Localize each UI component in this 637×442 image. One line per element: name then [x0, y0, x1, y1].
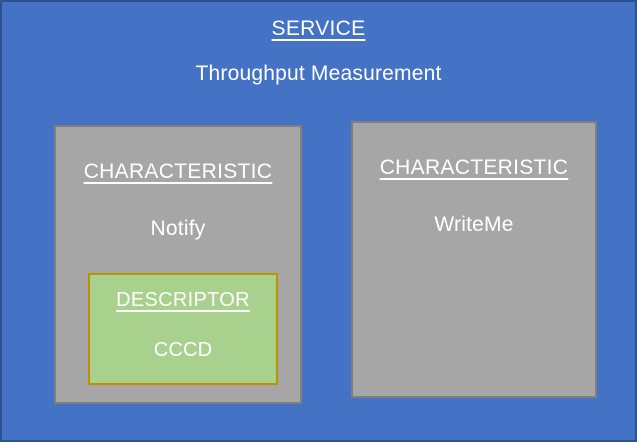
descriptor-heading: DESCRIPTOR — [116, 289, 250, 311]
service-heading: SERVICE — [271, 17, 366, 40]
characteristic-box-writeme: CHARACTERISTIC WriteMe — [351, 121, 597, 398]
characteristic-heading: CHARACTERISTIC — [83, 160, 273, 183]
descriptor-box-cccd: DESCRIPTOR CCCD — [88, 273, 278, 385]
characteristic-box-notify: CHARACTERISTIC Notify DESCRIPTOR CCCD — [54, 125, 302, 404]
characteristic-name: WriteMe — [434, 213, 514, 236]
service-name: Throughput Measurement — [195, 62, 442, 85]
characteristic-name: Notify — [150, 217, 206, 240]
descriptor-name: CCCD — [153, 339, 213, 361]
characteristic-heading: CHARACTERISTIC — [379, 156, 569, 179]
